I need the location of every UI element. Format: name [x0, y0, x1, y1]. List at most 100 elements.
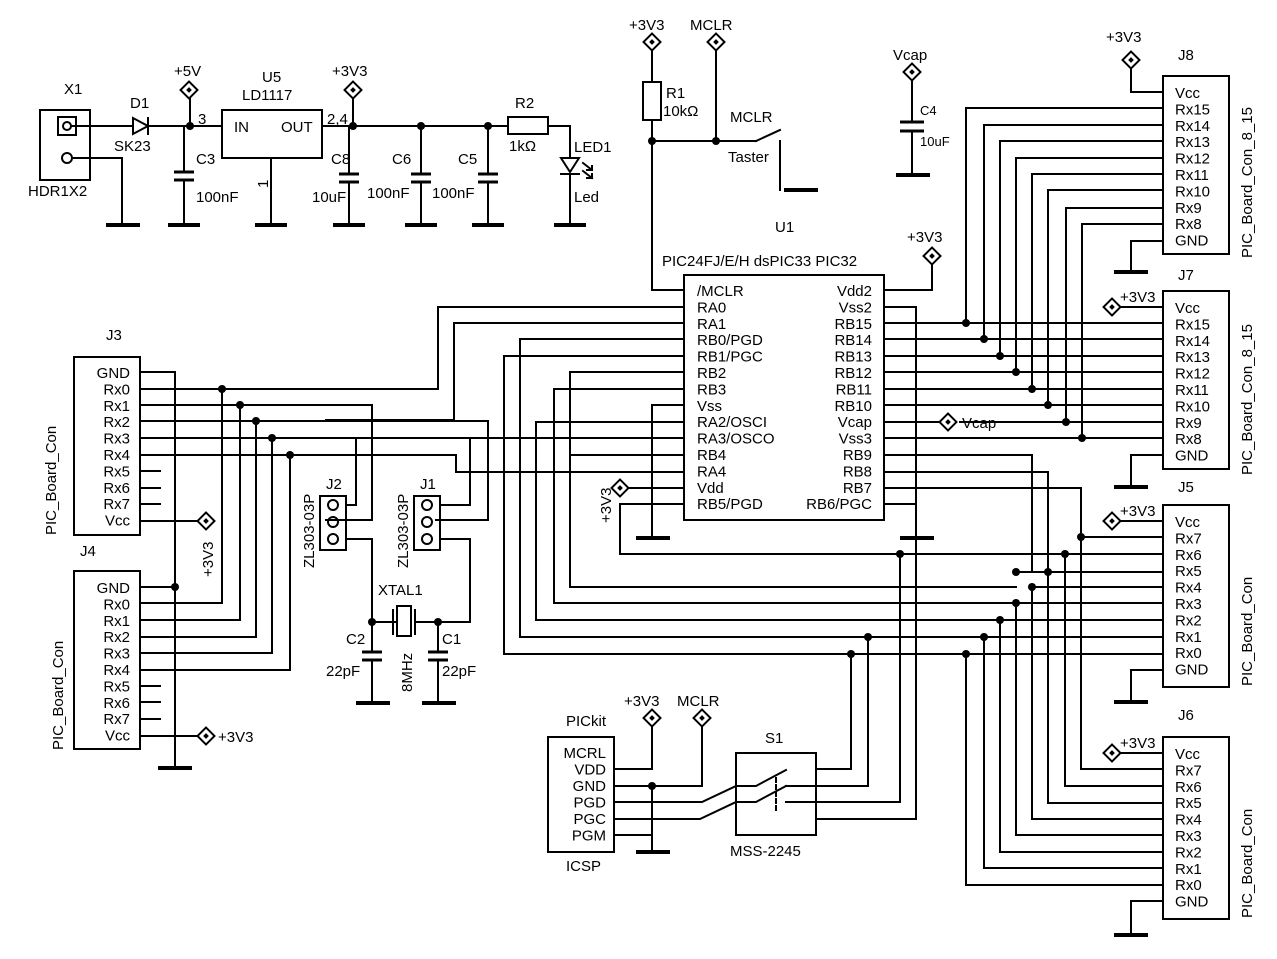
p3v3-vdd-label: +3V3 [598, 488, 615, 523]
u1-right-pin-6: RB11 [836, 381, 872, 398]
ld1117-label: LD1117 [242, 87, 292, 104]
u5-in-label: IN [234, 119, 249, 136]
p3v3a-label: +3V3 [332, 63, 367, 80]
u1-left-pin-0: /MCLR [697, 283, 744, 300]
u1-right-pin-5: RB12 [834, 365, 872, 382]
j5-pin-0: Vcc [1175, 514, 1201, 531]
j4-pin-9: Vcc [105, 728, 131, 745]
pbc-j8-label: PIC_Board_Con_8_15 [1239, 107, 1256, 258]
j4-pin-4: Rx3 [103, 646, 130, 663]
j6-pin-9: GND [1175, 894, 1209, 911]
c5-label: C5 [458, 151, 477, 168]
led1-label: LED1 [574, 139, 612, 156]
j3-label: J3 [106, 327, 122, 344]
u1-right-pin-11: RB8 [843, 463, 872, 480]
j7-pin-4: Rx12 [1175, 366, 1210, 383]
j4-pin-6: Rx5 [103, 678, 130, 695]
j1-label: J1 [420, 476, 436, 493]
j4-pin-8: Rx7 [103, 711, 130, 728]
j8-pin-6: Rx10 [1175, 183, 1210, 200]
j5-pin-5: Rx3 [1175, 596, 1202, 613]
c2-value: 22pF [326, 663, 360, 680]
j3-pin-4: Rx3 [103, 431, 130, 448]
j6-pin-4: Rx4 [1175, 812, 1202, 829]
resistor-r1 [642, 81, 662, 121]
u1-right-pin-8: Vcap [838, 414, 872, 431]
j4-label: J4 [80, 543, 96, 560]
pbc-j5-label: PIC_Board_Con [1239, 577, 1256, 686]
p3v3-j8-label: +3V3 [1106, 29, 1141, 46]
j5-pin-3: Rx5 [1175, 563, 1202, 580]
j5-pin-7: Rx1 [1175, 629, 1202, 646]
j8-pin-1: Rx15 [1175, 101, 1210, 118]
u1-right-pin-13: RB6/PGC [806, 496, 872, 513]
u1-left-pin-5: RB2 [697, 365, 726, 382]
j8-pin-0: Vcc [1175, 85, 1201, 102]
r2-value: 1kΩ [509, 138, 536, 155]
j4-pin-5: Rx4 [103, 662, 130, 679]
r1-value: 10kΩ [663, 103, 698, 120]
u1-right-pin-4: RB13 [834, 349, 872, 366]
j7-pin-2: Rx14 [1175, 333, 1210, 350]
c2-label: C2 [346, 631, 365, 648]
c5-value: 100nF [432, 185, 475, 202]
c6-label: C6 [392, 151, 411, 168]
hdr-label: HDR1X2 [28, 183, 87, 200]
taster-label: Taster [728, 149, 769, 166]
j3-pin-1: Rx0 [103, 381, 130, 398]
c1-value: 22pF [442, 663, 476, 680]
icsp-pin-4: PGC [573, 811, 606, 828]
j8-pin-7: Rx9 [1175, 200, 1202, 217]
xtal-label: XTAL1 [378, 582, 423, 599]
j5-label: J5 [1178, 479, 1194, 496]
j3-pin-5: Rx4 [103, 447, 130, 464]
led-label: Led [574, 189, 599, 206]
u5-pin1: 1 [255, 180, 272, 188]
oscillator: J2 ZL303-03P J1 ZL303-03P XTAL1 8MHz C2 … [301, 437, 476, 705]
u1-left-pin-8: RA2/OSCI [697, 414, 767, 431]
u1-left-pins: /MCLRRA0RA1RB0/PGDRB1/PGCRB2RB3VssRA2/OS… [697, 283, 775, 513]
u1-left-pin-9: RA3/OSCO [697, 431, 775, 448]
u1-right-pin-2: RB15 [834, 316, 872, 333]
power-supply: X1 HDR1X2 D1 SK23 +5V C3 100nF U5 LD1117… [28, 63, 612, 227]
j7-pin-3: Rx13 [1175, 349, 1210, 366]
j3-pin-6: Rx5 [103, 463, 130, 480]
left-bus: +3V3 +3V3 [139, 306, 685, 770]
j7-label: J7 [1178, 267, 1194, 284]
j6-label: J6 [1178, 707, 1194, 724]
c3-value: 100nF [196, 189, 239, 206]
u1-right-pin-7: RB10 [834, 398, 872, 415]
j8-pin-8: Rx8 [1175, 216, 1202, 233]
icsp-pin-0: MCRL [563, 745, 606, 762]
j5-pin-6: Rx2 [1175, 612, 1202, 629]
j3-pin-3: Rx2 [103, 414, 130, 431]
mcu-u1: U1 PIC24FJ/E/H dsPIC33 PIC32 /MCLRRA0RA1… [598, 219, 996, 540]
u1-left-pin-3: RB0/PGD [697, 332, 763, 349]
pickit-label: PICkit [566, 713, 607, 730]
c4-label: C4 [920, 103, 937, 118]
jumper-j2 [319, 495, 347, 551]
u1-left-pin-4: RB1/PGC [697, 349, 763, 366]
u1-left-pin-7: Vss [697, 398, 722, 415]
j7-pin-5: Rx11 [1175, 382, 1209, 399]
u5-out-label: OUT [281, 119, 313, 136]
j2-label: J2 [326, 476, 342, 493]
j3-pin-8: Rx7 [103, 496, 130, 513]
j6-pin-5: Rx3 [1175, 828, 1202, 845]
mcu-body [683, 274, 885, 521]
icsp-pin-3: PGD [573, 795, 606, 812]
p3v3-j6-label: +3V3 [1120, 735, 1155, 752]
zl-j1-label: ZL303-03P [395, 494, 412, 568]
family-label: PIC24FJ/E/H dsPIC33 PIC32 [662, 253, 857, 270]
u1-left-pin-1: RA0 [697, 299, 726, 316]
j6-pin-8: Rx0 [1175, 877, 1202, 894]
c4-value: 10uF [920, 134, 950, 149]
u1-left-pin-11: RA4 [697, 463, 726, 480]
resistor-r2 [507, 116, 549, 135]
j6-pin-6: Rx2 [1175, 844, 1202, 861]
j7-pin-8: Rx8 [1175, 431, 1202, 448]
p3v3-j7-label: +3V3 [1120, 289, 1155, 306]
